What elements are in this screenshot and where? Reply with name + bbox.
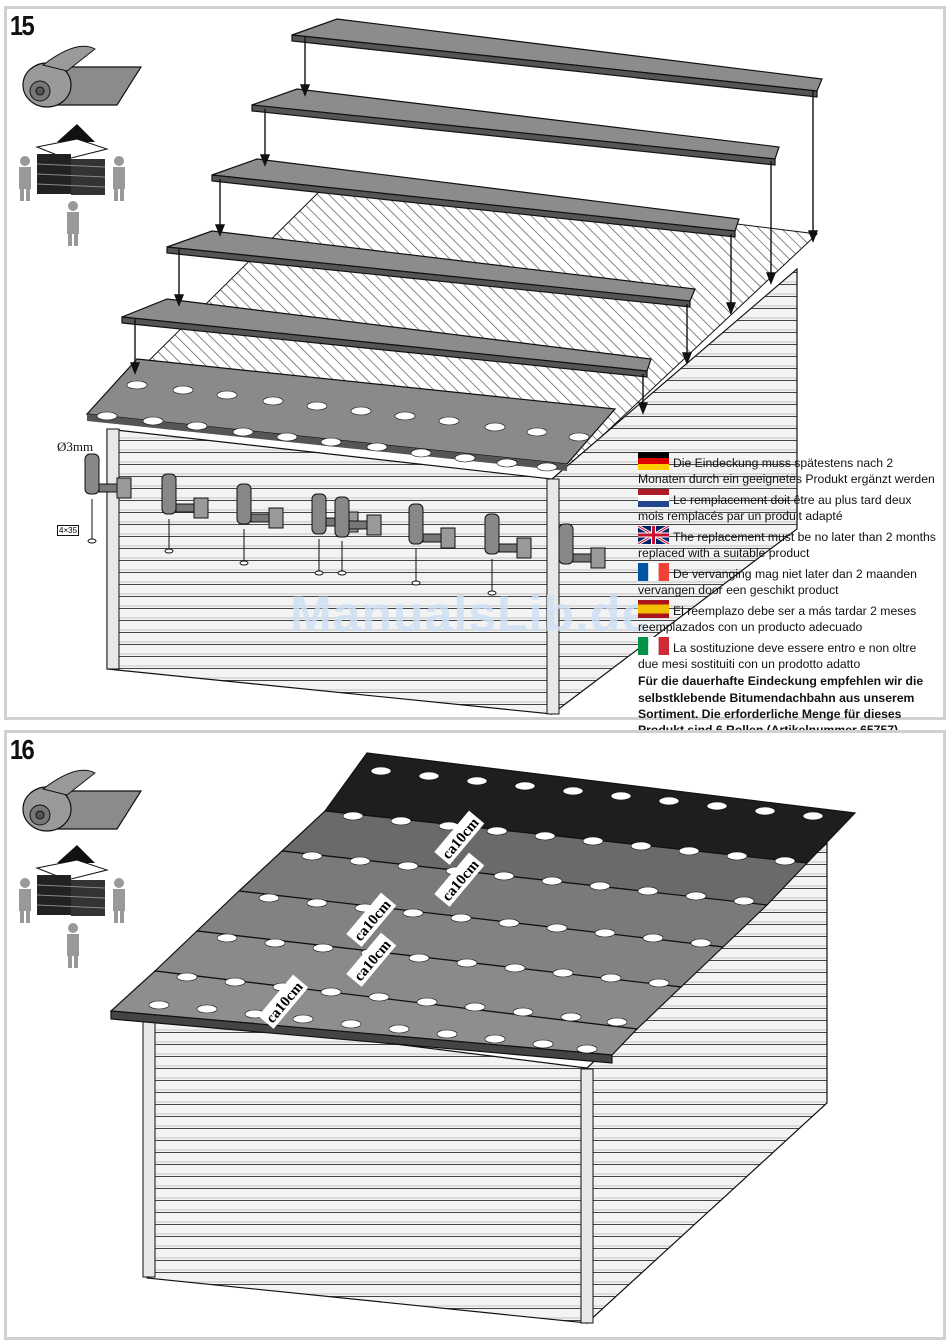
uk-flag-icon <box>638 525 669 544</box>
note-fr-text: Le remplacement doit être au plus tard d… <box>638 492 912 524</box>
replacement-notes: Die Eindeckung muss spätestens nach 2 Mo… <box>638 452 938 740</box>
italian-flag-icon <box>638 636 669 655</box>
note-recommendation: Für die dauerhafte Eindeckung empfehlen … <box>638 674 924 737</box>
roofing-roll-icon <box>22 45 143 108</box>
person-icon <box>19 156 125 246</box>
step-number-15: 15 <box>7 9 36 43</box>
step-number-16: 16 <box>7 733 36 767</box>
note-nl-text: De vervanging mag niet later dan 2 maand… <box>638 566 917 597</box>
step-15-illustration <box>19 18 823 716</box>
german-flag-icon <box>638 452 669 470</box>
note-es-text: El reemplazo debe ser a más tardar 2 mes… <box>638 603 917 634</box>
note-en-text: The replacement must be no later than 2 … <box>638 529 936 561</box>
note-fr: Le remplacement doit être au plus tard d… <box>638 488 938 524</box>
step-16-illustration: ca10cm ca10cm ca10cm ca10cm ca10cm <box>19 752 857 1325</box>
person-icon <box>19 878 125 968</box>
note-it: La sostituzione deve essere entro e non … <box>638 636 938 672</box>
note-it-text: La sostituzione deve essere entro e non … <box>638 640 917 671</box>
note-de-text: Die Eindeckung muss spätestens nach 2 Mo… <box>638 456 935 487</box>
screw-size-label: 4×35 <box>57 525 80 536</box>
dutch-flag-icon <box>638 488 669 507</box>
drill-diameter-label: Ø3mm <box>57 439 94 454</box>
french-flag-icon <box>638 562 669 581</box>
note-nl: De vervanging mag niet later dan 2 maand… <box>638 562 938 598</box>
roof-assembly-icon <box>35 845 109 916</box>
note-en: The replacement must be no later than 2 … <box>638 525 938 561</box>
drill-icons <box>84 453 606 596</box>
step-15-panel: 15 <box>4 6 946 720</box>
roof-assembly-icon <box>35 124 109 195</box>
note-es: El reemplazo debe ser a más tardar 2 mes… <box>638 599 938 635</box>
roofing-roll-icon <box>22 769 143 832</box>
watermark: ManualsLib.de <box>290 586 651 642</box>
step-16-panel: 16 <box>4 730 946 1340</box>
note-de: Die Eindeckung muss spätestens nach 2 Mo… <box>638 452 938 487</box>
spanish-flag-icon <box>638 599 669 618</box>
